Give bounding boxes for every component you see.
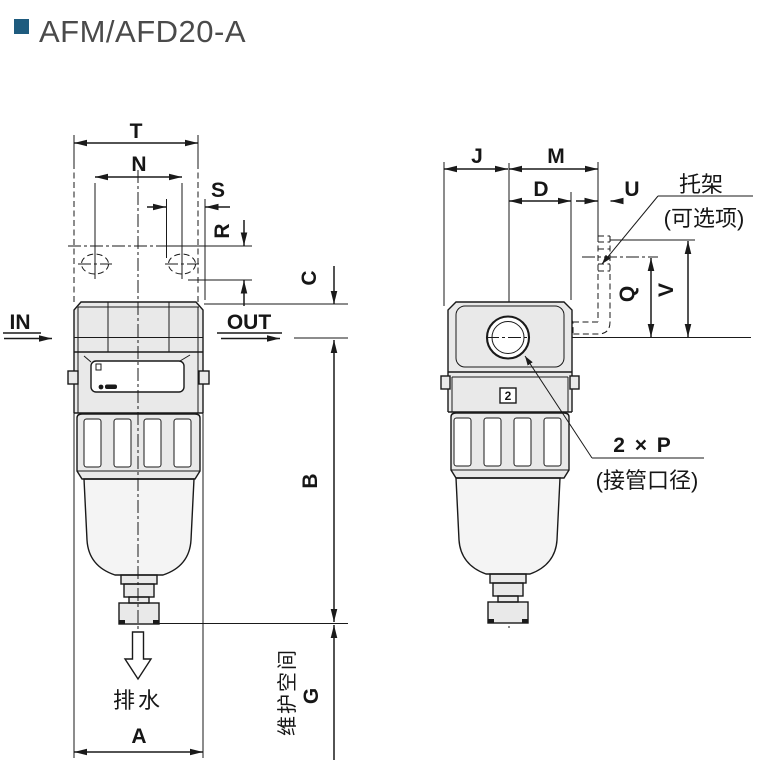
front-bowl-guard-ring (76, 413, 201, 480)
port-callout: 2 × P (接管口径) (524, 355, 704, 493)
dim-label-G: G (300, 688, 323, 704)
port-size-box (499, 387, 517, 404)
side-bowl (455, 477, 561, 575)
title-bullet-icon (14, 19, 29, 34)
side-bowl-guard-ring (450, 412, 570, 479)
smc-logo-text (105, 384, 117, 389)
side-left-boss (440, 375, 451, 390)
dim-label-A: A (131, 725, 146, 748)
bracket-note: (可选项) (664, 206, 745, 231)
front-left-boss (67, 370, 79, 385)
plate-mark (95, 363, 102, 371)
dim-label-N: N (131, 153, 146, 176)
flow-in: IN (3, 311, 52, 342)
dim-R: R (166, 220, 252, 306)
dim-U: U (576, 178, 640, 205)
drain-label: 排水 (113, 688, 163, 713)
dim-V: V (655, 241, 692, 337)
dim-D: D (509, 178, 571, 205)
port-label: 2 × P (613, 434, 673, 457)
side-head-cap (447, 301, 573, 372)
dim-label-V: V (655, 283, 678, 297)
dim-label-S: S (211, 179, 225, 202)
port-leader-line (524, 355, 593, 459)
bracket-label: 托架 (679, 172, 723, 197)
page-title: AFM/AFD20-A (14, 14, 246, 49)
dim-label-M: M (547, 145, 565, 168)
dim-label-R: R (211, 223, 234, 238)
dim-label-C: C (298, 270, 321, 285)
title-text: AFM/AFD20-A (39, 14, 246, 49)
dim-label-B: B (299, 473, 322, 488)
front-bracket-outline (68, 135, 206, 302)
side-drain-knob (487, 601, 529, 624)
dim-J: J (444, 145, 508, 173)
dim-label-D: D (533, 178, 548, 201)
dim-G: G 维护空间 (156, 623, 348, 760)
dim-A: A (73, 413, 204, 758)
out-label: OUT (227, 311, 272, 334)
front-drain-knob (118, 602, 160, 625)
maintenance-space-label: 维护空间 (276, 648, 299, 736)
front-body (67, 170, 210, 629)
dim-B: B (299, 340, 338, 622)
side-right-boss (569, 375, 580, 390)
dim-Q: Q (616, 258, 655, 337)
side-view: J M D U 托 (440, 145, 753, 628)
dim-M: M (509, 145, 598, 173)
port-size-marking: 2 (505, 389, 512, 403)
flow-out: OUT (217, 311, 282, 342)
in-label: IN (10, 311, 31, 334)
dim-label-Q: Q (616, 286, 639, 302)
dim-S: S (147, 179, 230, 211)
dim-label-U: U (624, 178, 639, 201)
dim-C: C (204, 266, 348, 339)
smc-logo-icon (98, 384, 104, 390)
front-bowl (83, 478, 195, 576)
bracket-leader-line (601, 195, 659, 265)
dim-label-J: J (471, 145, 483, 168)
bracket-callout: 托架 (可选项) (601, 172, 753, 265)
front-view: T N S R (3, 120, 348, 760)
side-body: 2 (440, 301, 580, 624)
drain-arrow-icon (123, 631, 153, 681)
port-note: (接管口径) (596, 468, 699, 493)
dim-label-T: T (130, 120, 143, 143)
drain-annotation: 排水 (113, 631, 163, 713)
front-right-boss (198, 370, 210, 385)
dim-T: T (74, 120, 198, 147)
